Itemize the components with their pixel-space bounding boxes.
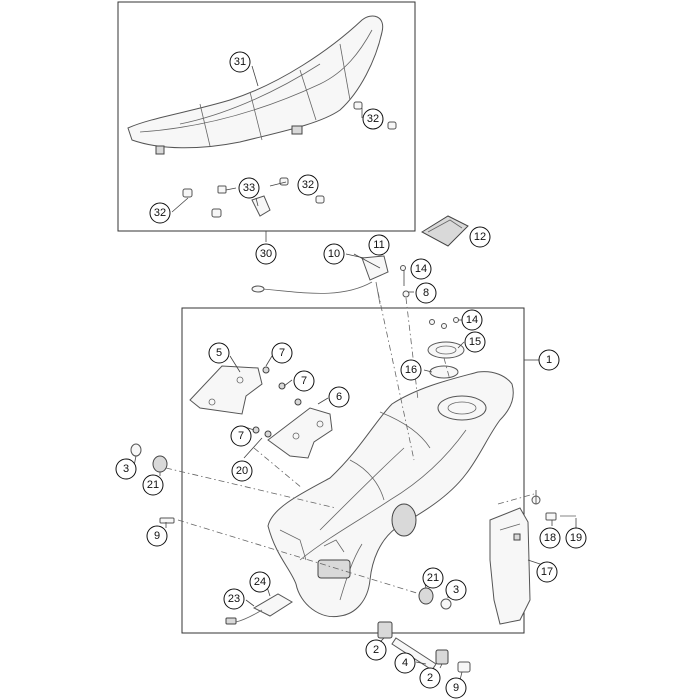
callout-label: 16 xyxy=(405,364,417,376)
callout-label: 20 xyxy=(236,465,248,477)
callout-5: 5 xyxy=(208,342,230,364)
callout-14-b: 14 xyxy=(461,309,483,331)
callout-21-a: 21 xyxy=(142,474,164,496)
callout-label: 2 xyxy=(427,672,433,684)
grommets-right xyxy=(418,587,452,610)
callout-label: 7 xyxy=(301,375,307,387)
callout-label: 2 xyxy=(373,644,379,656)
callout-1: 1 xyxy=(538,349,560,371)
callout-label: 17 xyxy=(541,566,553,578)
callout-12: 12 xyxy=(469,226,491,248)
callout-18: 18 xyxy=(539,527,561,549)
callout-label: 7 xyxy=(279,347,285,359)
callout-label: 32 xyxy=(367,113,379,125)
callout-7-b: 7 xyxy=(293,370,315,392)
callout-label: 3 xyxy=(453,584,459,596)
callout-11: 11 xyxy=(368,234,390,256)
callout-9-b: 9 xyxy=(445,677,467,699)
callout-7-c: 7 xyxy=(230,425,252,447)
callout-label: 8 xyxy=(423,287,429,299)
callout-3-a: 3 xyxy=(115,458,137,480)
side-cover xyxy=(489,495,576,625)
brackets xyxy=(189,365,333,459)
callout-2-a: 2 xyxy=(365,639,387,661)
callout-label: 23 xyxy=(228,593,240,605)
callout-label: 9 xyxy=(453,682,459,694)
callout-label: 10 xyxy=(328,248,340,260)
grommets-left xyxy=(130,443,175,524)
callout-17: 17 xyxy=(536,561,558,583)
callout-32-b: 32 xyxy=(297,174,319,196)
callout-label: 1 xyxy=(546,354,552,366)
callout-label: 4 xyxy=(402,657,408,669)
callout-label: 7 xyxy=(238,430,244,442)
bottom-hardware xyxy=(377,621,471,673)
callout-label: 19 xyxy=(570,532,582,544)
callout-label: 15 xyxy=(469,336,481,348)
callout-9-a: 9 xyxy=(146,525,168,547)
callout-14-a: 14 xyxy=(410,258,432,280)
callout-19: 19 xyxy=(565,527,587,549)
callout-label: 5 xyxy=(216,347,222,359)
callout-4: 4 xyxy=(394,652,416,674)
callout-label: 33 xyxy=(243,182,255,194)
callout-label: 32 xyxy=(154,207,166,219)
seat-drawing xyxy=(127,15,384,155)
callout-label: 21 xyxy=(147,479,159,491)
assembly-lines xyxy=(165,291,535,595)
callout-20: 20 xyxy=(231,460,253,482)
callout-label: 11 xyxy=(373,239,384,251)
callout-15: 15 xyxy=(464,331,486,353)
callout-32-a: 32 xyxy=(362,108,384,130)
seat-group-frame xyxy=(117,1,416,232)
callout-23: 23 xyxy=(223,588,245,610)
pump-cover xyxy=(420,215,469,247)
callout-31: 31 xyxy=(229,51,251,73)
sensor-23-24 xyxy=(225,593,293,625)
callout-2-b: 2 xyxy=(419,667,441,689)
callout-32-c: 32 xyxy=(149,202,171,224)
callout-24: 24 xyxy=(249,571,271,593)
callout-label: 24 xyxy=(254,576,266,588)
callout-label: 30 xyxy=(260,248,272,260)
callout-10: 10 xyxy=(323,243,345,265)
callout-30: 30 xyxy=(255,243,277,265)
callout-16: 16 xyxy=(400,359,422,381)
callout-3-b: 3 xyxy=(445,579,467,601)
callout-6: 6 xyxy=(328,386,350,408)
callout-label: 18 xyxy=(544,532,556,544)
callout-label: 14 xyxy=(466,314,478,326)
callout-label: 3 xyxy=(123,463,129,475)
callout-label: 6 xyxy=(336,391,342,403)
callout-label: 32 xyxy=(302,179,314,191)
callout-label: 31 xyxy=(234,56,246,68)
tank-group-frame xyxy=(181,307,525,634)
callout-label: 12 xyxy=(474,231,486,243)
callout-label: 14 xyxy=(415,263,427,275)
callout-label: 21 xyxy=(427,572,439,584)
nuts xyxy=(252,366,302,438)
callout-21-b: 21 xyxy=(422,567,444,589)
fuel-cap xyxy=(427,341,465,379)
callout-label: 9 xyxy=(154,530,160,542)
callout-8: 8 xyxy=(415,282,437,304)
callout-33: 33 xyxy=(238,177,260,199)
tank-body xyxy=(267,371,514,618)
sensor-cable xyxy=(251,255,389,305)
callout-7-a: 7 xyxy=(271,342,293,364)
